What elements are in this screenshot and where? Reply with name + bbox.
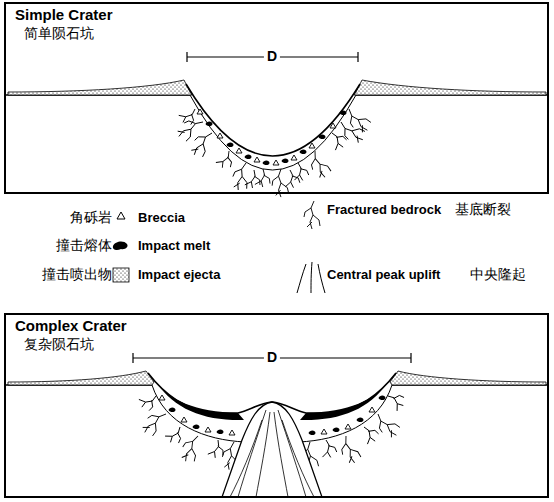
melt-clast: [319, 134, 326, 139]
dimension-label: D: [264, 350, 280, 365]
melt-clast: [193, 424, 200, 429]
melt-clast: [282, 158, 289, 163]
legend-entry: Central peak uplift: [327, 268, 440, 282]
ejecta-blanket: [8, 371, 154, 385]
uplift-strata: [230, 410, 314, 497]
breccia-clast: [291, 155, 297, 160]
breccia-clast: [181, 417, 187, 422]
impact-melt-sheet: [300, 382, 388, 420]
melt-clast: [206, 121, 213, 126]
breccia-clast: [159, 395, 165, 400]
legend-entry: Breccia: [138, 211, 185, 225]
legend-label-zh: 角砾岩: [70, 210, 112, 225]
fracture: [358, 422, 381, 445]
legend-text: Breccia: [138, 210, 185, 225]
breccia-clast: [330, 123, 336, 128]
fracture: [342, 105, 373, 136]
melt-clast: [263, 160, 270, 165]
melt-clast: [300, 149, 307, 154]
legend-text: Impact melt: [138, 238, 210, 253]
legend-text: Fractured bedrock: [327, 202, 441, 217]
fracture: [178, 432, 203, 464]
melt-clast: [217, 429, 224, 434]
breccia-clast: [309, 143, 315, 148]
dimension-label: D: [264, 49, 280, 64]
legend-text: Impact ejecta: [138, 267, 220, 282]
fractured-bedrock: [174, 104, 373, 198]
fracture: [245, 169, 262, 189]
melt-clast: [333, 427, 340, 432]
fracture: [174, 114, 206, 143]
fracture: [139, 407, 170, 438]
breccia-clast: [345, 424, 351, 429]
breccia-clast: [254, 157, 260, 162]
melt-clast: [379, 395, 386, 400]
legend-label-zh: 撞击熔体: [56, 238, 112, 253]
breccia-clast: [217, 133, 223, 138]
fracture: [319, 438, 337, 459]
fracture: [371, 410, 402, 441]
fracture: [291, 161, 309, 182]
simple-crater: [6, 52, 548, 198]
fracture: [337, 434, 362, 466]
legend-label-zh: 基底断裂: [455, 202, 511, 217]
fracture: [335, 117, 367, 146]
fracture: [283, 169, 300, 189]
central-peak: [222, 402, 322, 497]
fracture: [326, 128, 349, 151]
fracture: [137, 390, 160, 413]
breccia-clast: [197, 109, 203, 114]
ejecta-blanket: [8, 80, 192, 95]
breccia-clast: [321, 429, 327, 434]
legend-entry: Impact melt: [138, 239, 210, 253]
melt-clast: [357, 417, 364, 422]
breccia-fill: [197, 109, 347, 165]
fracture: [384, 389, 407, 412]
melt-clast: [227, 142, 234, 147]
melt-clast: [340, 110, 347, 115]
breccia-lens-boundary: [190, 95, 356, 170]
melt-clast: [309, 430, 316, 435]
breccia-clast: [229, 430, 235, 435]
fracture: [164, 423, 187, 446]
legend-entry: Impact ejecta: [138, 268, 220, 282]
melt-clast: [245, 154, 252, 159]
ejecta-blanket: [354, 80, 546, 95]
legend-symbols: [113, 201, 325, 293]
fracture: [177, 104, 200, 127]
legend-label-zh: 撞击喷出物: [42, 267, 112, 282]
ejecta-symbol: [113, 268, 129, 282]
complex-crater: [6, 353, 548, 497]
panel-box: Complex Crater 复杂陨石坑: [4, 313, 549, 498]
breccia-clast: [205, 427, 211, 432]
crater-floor: [186, 84, 360, 156]
breccia-clast: [369, 407, 375, 412]
panel-title: Complex Crater: [15, 318, 127, 335]
legend-entry: Fractured bedrock: [327, 203, 441, 217]
fracture: [230, 161, 251, 192]
panel-title: Simple Crater: [15, 7, 113, 24]
fracture: [188, 127, 217, 159]
melt-symbol: [113, 242, 128, 250]
legend-label-zh: 中央隆起: [470, 267, 526, 282]
panel-subtitle: 简单陨石坑: [24, 26, 94, 41]
panel-box: Simple Crater 简单陨石坑: [4, 2, 549, 194]
legend-text: Central peak uplift: [327, 267, 440, 282]
impact-melt-sheet: [156, 382, 244, 420]
fracture: [215, 148, 236, 171]
ejecta-blanket: [390, 371, 546, 385]
fracture: [306, 148, 332, 180]
melt-clast: [169, 407, 176, 412]
panel-subtitle: 复杂陨石坑: [24, 337, 94, 352]
breccia-symbol: [117, 212, 125, 219]
breccia-clast: [273, 160, 279, 165]
fracture-symbol: [304, 201, 320, 229]
uplift-symbol: [297, 262, 325, 293]
breccia-clast: [236, 148, 242, 153]
